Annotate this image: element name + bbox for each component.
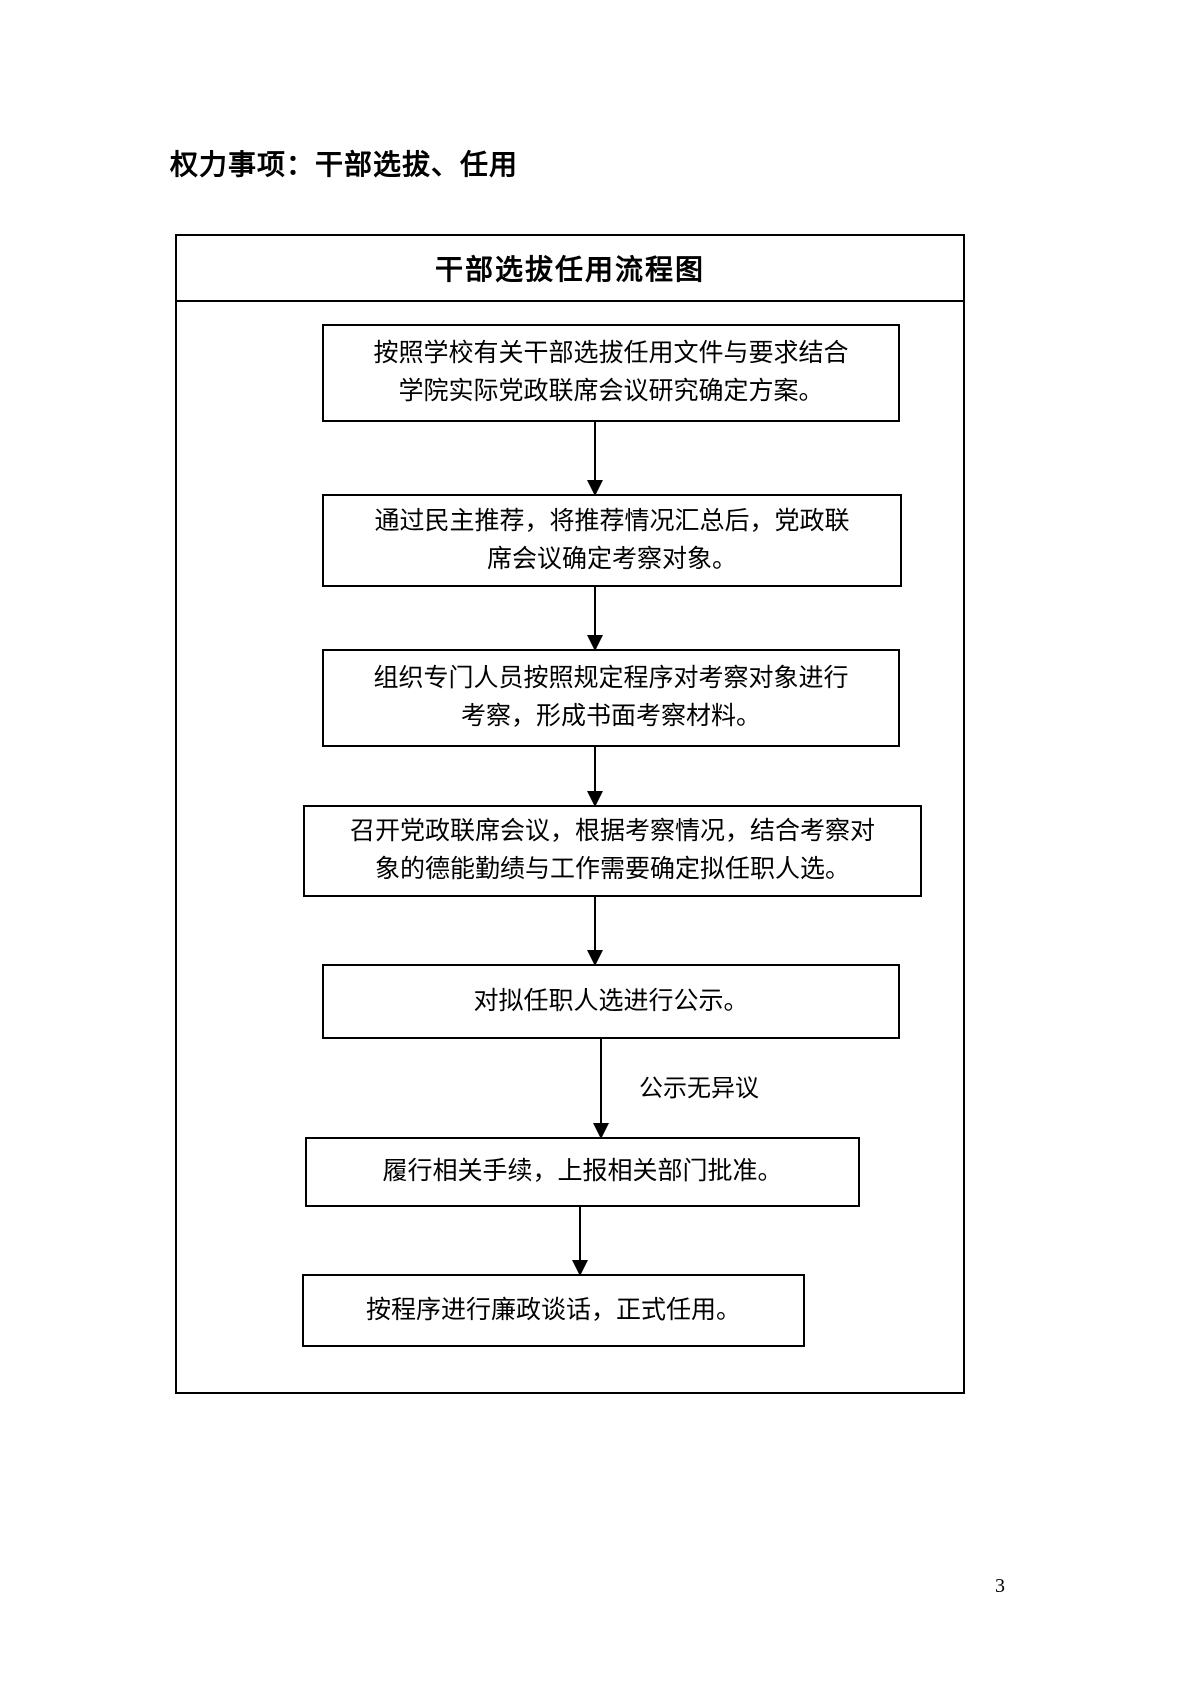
flow-step-6: 履行相关手续，上报相关部门批准。	[305, 1137, 860, 1207]
flow-arrow-4	[587, 897, 603, 966]
page-heading: 权力事项：干部选拔、任用	[170, 150, 519, 181]
flow-step-3-line-2: 考察，形成书面考察材料。	[460, 703, 761, 730]
flow-step-6-line-1: 履行相关手续，上报相关部门批准。	[382, 1158, 783, 1185]
flowchart-title: 干部选拔任用流程图	[177, 236, 963, 302]
flow-step-4-line-2: 象的德能勤绩与工作需要确定拟任职人选。	[374, 856, 850, 883]
flow-arrow-6	[572, 1207, 588, 1276]
flow-step-2-line-1: 通过民主推荐，将推荐情况汇总后，党政联	[374, 507, 850, 535]
flow-step-5-line-1: 对拟任职人选进行公示。	[473, 987, 749, 1015]
page-number: 3	[995, 1575, 1005, 1597]
flow-step-4: 召开党政联席会议，根据考察情况，结合考察对 象的德能勤绩与工作需要确定拟任职人选…	[303, 805, 922, 897]
flow-arrow-1	[587, 422, 603, 496]
flow-step-7: 按程序进行廉政谈话，正式任用。	[302, 1274, 805, 1347]
flow-arrow-3	[587, 747, 603, 807]
flow-step-2: 通过民主推荐，将推荐情况汇总后，党政联 席会议确定考察对象。	[322, 494, 902, 587]
arrow-label: 公示无异议	[639, 1076, 759, 1102]
flow-step-1-line-1: 按照学校有关干部选拔任用文件与要求结合	[373, 340, 849, 367]
flow-step-2-line-2: 席会议确定考察对象。	[486, 545, 737, 573]
flow-step-5: 对拟任职人选进行公示。	[322, 964, 900, 1039]
flow-arrow-5	[593, 1039, 609, 1139]
flow-step-1-line-2: 学院实际党政联席会议研究确定方案。	[398, 378, 824, 405]
flow-arrow-2	[587, 587, 603, 651]
flowchart-container: 干部选拔任用流程图 按照学校有关干部选拔任用文件与要求结合 学院实际党政联席会议…	[175, 234, 965, 1394]
flow-step-1: 按照学校有关干部选拔任用文件与要求结合 学院实际党政联席会议研究确定方案。	[322, 324, 900, 422]
flow-step-3-line-1: 组织专门人员按照规定程序对考察对象进行	[373, 665, 849, 692]
flow-step-3: 组织专门人员按照规定程序对考察对象进行 考察，形成书面考察材料。	[322, 649, 900, 747]
flow-step-4-line-1: 召开党政联席会议，根据考察情况，结合考察对	[349, 818, 875, 845]
flow-step-7-line-1: 按程序进行廉政谈话，正式任用。	[365, 1296, 741, 1324]
